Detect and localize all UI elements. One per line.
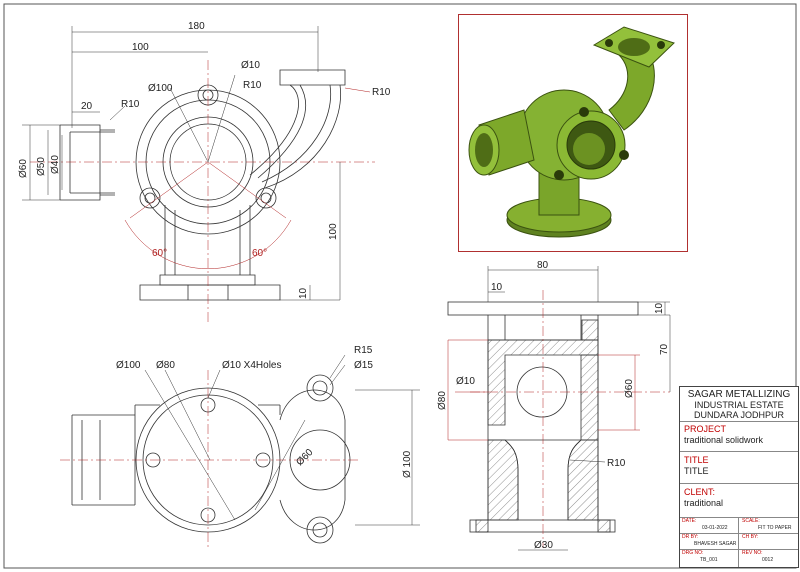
company-name: SAGAR METALLIZING [687, 389, 791, 400]
tb-drg-row: DRG NO: TB_001 REV NO: 0012 [680, 549, 798, 567]
date-label: DATE: [682, 518, 697, 524]
front-hole-right [260, 192, 272, 204]
drgno-value: TB_001 [700, 557, 718, 563]
tb-drawn-row: DR BY: BHAVESH SAGAR CH BY: [680, 533, 798, 550]
dim-dia60-top: Ø60 [294, 447, 315, 468]
isometric-render-frame [458, 14, 688, 252]
dim-angle-left: 60° [152, 248, 167, 259]
dim-r10-lug: R10 [243, 80, 262, 91]
dim-100-vertical: 100 [328, 223, 339, 240]
top-dimension-lines [60, 354, 420, 548]
dim-dia100-front: Ø100 [148, 83, 173, 94]
title-block: SAGAR METALLIZING INDUSTRIAL ESTATE DUND… [679, 386, 799, 568]
front-lug-left [139, 187, 161, 209]
dim-dia50: Ø50 [36, 157, 47, 176]
dim-10-section-top: 10 [491, 282, 503, 293]
dim-80-section: 80 [537, 260, 549, 271]
section-hatch-right [580, 354, 599, 441]
scale-value: FIT TO PAPER [758, 525, 792, 531]
section-hatch-base-right [597, 519, 611, 533]
front-left-pipe [59, 124, 115, 201]
top-right-hole [312, 380, 328, 396]
section-hatch-left [487, 339, 599, 426]
tb-date-row: DATE: 03-01-2022 SCALE: FIT TO PAPER [680, 517, 798, 567]
front-base-step [159, 274, 256, 286]
dim-dia10-front: Ø10 [241, 60, 260, 71]
revno-value: 0012 [762, 557, 774, 563]
scale-label: SCALE: [742, 518, 760, 524]
dim-10-section-right: 10 [654, 302, 665, 314]
front-elbow-flange [279, 69, 346, 86]
project-label: PROJECT [684, 424, 727, 434]
front-elbow-outer [249, 84, 342, 189]
front-base-bore [187, 285, 229, 300]
front-hole-left [144, 192, 156, 204]
section-hatch-neck [581, 319, 599, 341]
top-bottom-lug [306, 516, 334, 544]
project-value: traditional solidwork [684, 435, 764, 445]
dim-dia60-section: Ø60 [624, 379, 635, 398]
dim-r15: R15 [354, 345, 373, 356]
title-label: TITLE [684, 455, 709, 465]
section-dimension-lines [447, 266, 671, 551]
client-label: CLENT: [684, 487, 716, 497]
client-value: traditional [684, 498, 724, 508]
top-lugs [134, 404, 281, 415]
front-view [59, 69, 346, 301]
section-hatch-leg-right [567, 439, 599, 521]
sheet-border [3, 3, 797, 569]
dim-r10-elbow: R10 [372, 87, 391, 98]
dim-dia100-top: Ø100 [116, 360, 141, 371]
front-base-flange [139, 284, 281, 301]
dim-angle-right: 60° [252, 248, 267, 259]
tb-company-cell: SAGAR METALLIZING INDUSTRIAL ESTATE DUND… [680, 387, 798, 422]
chby-label: CH BY: [742, 534, 759, 540]
tb-client-cell: CLENT: traditional [680, 483, 798, 518]
top-dimension-text: Ø100 Ø80 Ø10 X4Holes R15 Ø15 Ø60 Ø 100 [116, 345, 413, 478]
date-value: 03-01-2022 [702, 525, 728, 531]
dim-100-horizontal: 100 [132, 42, 149, 53]
dim-10-base: 10 [298, 287, 309, 299]
top-right-lug [306, 374, 334, 402]
revno-label: REV NO: [742, 550, 763, 556]
dim-180: 180 [188, 21, 205, 32]
front-dimension-text: 180 100 20 R10 Ø100 Ø10 R10 R10 Ø60 Ø50 … [18, 21, 391, 299]
dim-r10-section: R10 [607, 458, 626, 469]
drby-label: DR BY: [682, 534, 699, 540]
dim-dia40: Ø40 [50, 155, 61, 174]
tb-title-cell: TITLE TITLE [680, 451, 798, 484]
dim-dia30-section: Ø30 [534, 540, 553, 551]
front-leg [164, 205, 251, 275]
dim-r10-inlet: R10 [121, 99, 140, 110]
section-base-flange [469, 519, 616, 533]
drby-value: BHAVESH SAGAR [694, 541, 737, 547]
section-hatch-base-left [475, 519, 489, 533]
section-hatch-leg-left [487, 439, 519, 521]
isometric-part-render [468, 26, 675, 238]
company-address-1: INDUSTRIAL ESTATE [694, 400, 784, 410]
top-hole-3 [255, 452, 271, 468]
dim-dia10-holes: Ø10 X4Holes [222, 360, 281, 371]
drgno-label: DRG NO: [682, 550, 704, 556]
front-dimension-lines [22, 26, 375, 325]
top-bottom-hole [312, 522, 328, 538]
front-left-bore [70, 131, 115, 194]
tb-project-cell: PROJECT traditional solidwork [680, 421, 798, 452]
section-dimension-text: 80 10 10 70 Ø80 Ø10 Ø60 R10 Ø30 [437, 260, 670, 551]
section-view [447, 301, 639, 533]
dim-dia15: Ø15 [354, 360, 373, 371]
dim-20: 20 [81, 101, 93, 112]
dim-dia10-section: Ø10 [456, 376, 475, 387]
dim-dia60: Ø60 [18, 159, 29, 178]
dim-70-section: 70 [659, 343, 670, 355]
company-address-2: DUNDARA JODHPUR [693, 410, 784, 420]
dim-dia80-section: Ø80 [437, 391, 448, 410]
front-elbow-inner [257, 84, 332, 183]
dim-dia80-top: Ø80 [156, 360, 175, 371]
dim-dia100-right: Ø 100 [402, 450, 413, 478]
title-value: TITLE [684, 466, 709, 476]
